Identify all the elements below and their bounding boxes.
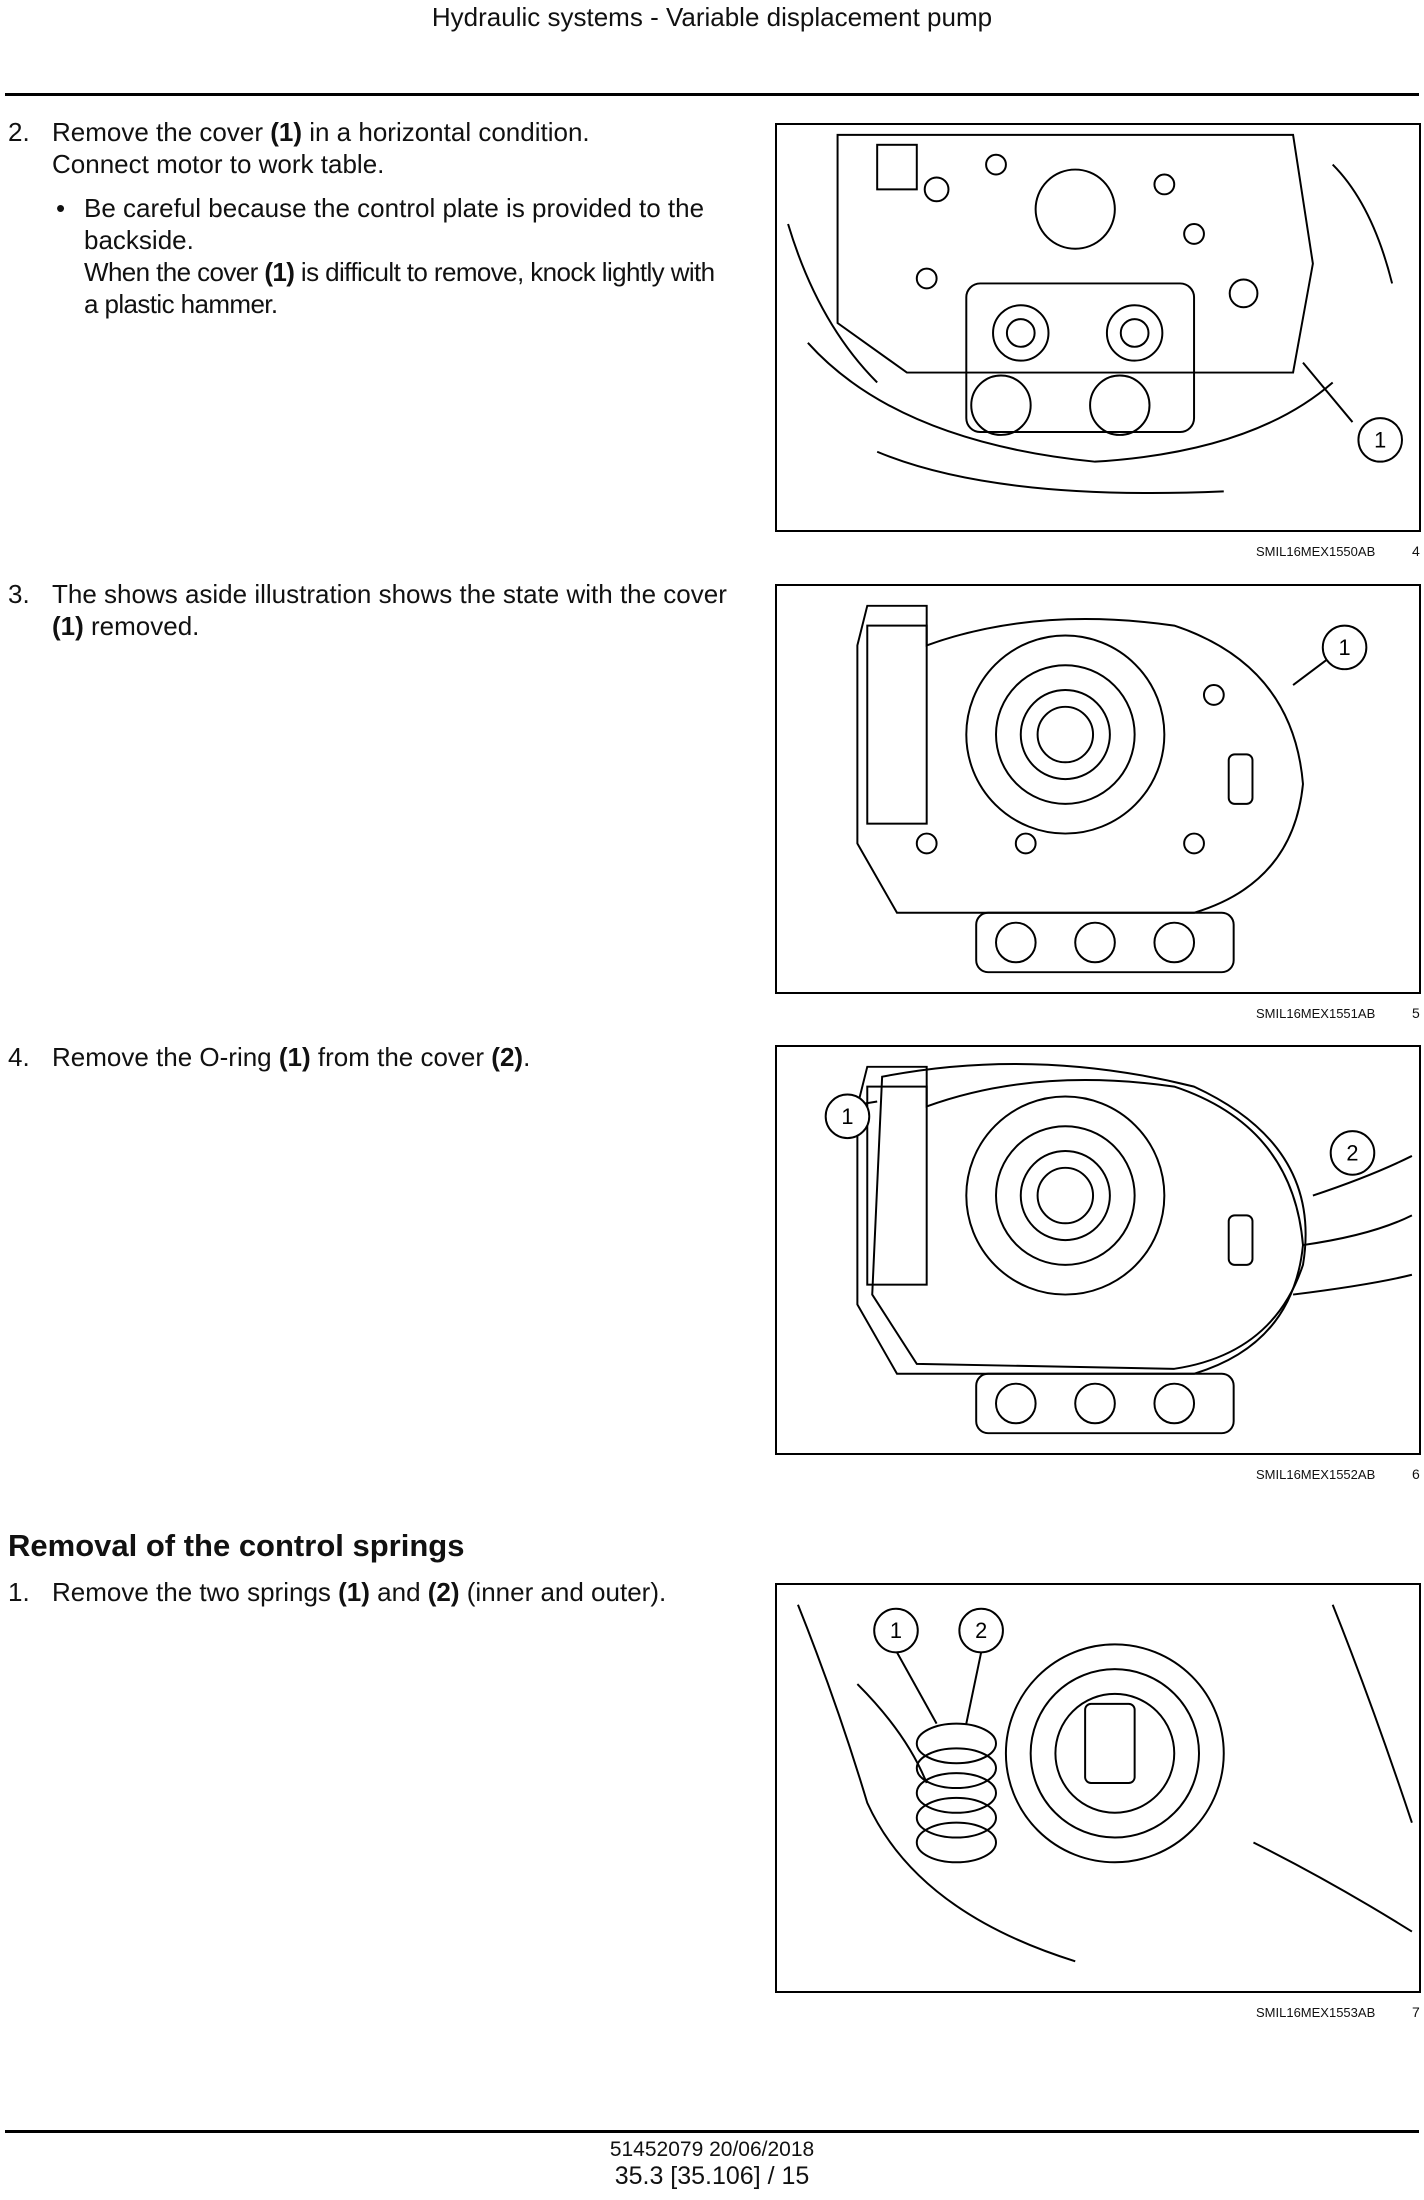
footer-rule <box>5 2130 1419 2133</box>
figure-code: SMIL16MEX1551AB <box>1256 1006 1376 1021</box>
text: is difficult to remove, knock lightly wi… <box>84 257 715 319</box>
callout-2 <box>958 1607 1004 1654</box>
callout-1 <box>1321 624 1368 671</box>
step-text: Remove the two springs (1) and (2) (inne… <box>52 1576 732 1608</box>
ref-bold: (2) <box>491 1042 524 1072</box>
figure-6-illustration: 1 2 <box>775 1045 1421 1455</box>
ref-bold: (1) <box>338 1577 370 1607</box>
text: . <box>523 1042 531 1072</box>
figure-number: 5 <box>1412 1005 1420 1021</box>
callout-label: 2 <box>975 1618 987 1643</box>
figure-7-illustration: 1 2 <box>775 1583 1421 1993</box>
callout-2 <box>1329 1130 1376 1176</box>
cover-removed-drawing: 1 <box>856 604 1368 974</box>
text: from the cover <box>310 1042 492 1072</box>
step-number: 4. <box>8 1042 30 1072</box>
text: The shows aside illustration shows the s… <box>52 579 727 609</box>
callout-label: 1 <box>890 1618 902 1643</box>
control-springs-drawing: 1 2 <box>797 1604 1413 1963</box>
step-number: 2. <box>8 117 30 147</box>
figure-number: 6 <box>1412 1466 1420 1482</box>
text: Be careful because the control plate is … <box>84 193 705 255</box>
figure-code: SMIL16MEX1553AB <box>1256 2005 1376 2020</box>
callout-label: 1 <box>1374 427 1386 452</box>
section-heading: Removal of the control springs <box>8 1528 465 1563</box>
o-ring-removal-drawing: 1 2 <box>824 1063 1413 1435</box>
ref-bold: (1) <box>270 117 302 147</box>
figure-code: SMIL16MEX1550AB <box>1256 544 1376 559</box>
callout-label: 1 <box>841 1104 853 1129</box>
callout-1 <box>1357 417 1403 463</box>
callout-label: 2 <box>1346 1140 1358 1165</box>
step-text: The shows aside illustration shows the s… <box>52 578 732 642</box>
callout-label: 1 <box>1339 635 1351 660</box>
cover-on-motor-drawing: 1 <box>787 133 1403 495</box>
step-text: Remove the O-ring (1) from the cover (2)… <box>52 1041 732 1073</box>
ref-bold: (2) <box>427 1577 460 1607</box>
text: removed. <box>83 611 200 641</box>
text: (inner and outer). <box>459 1577 667 1607</box>
ref-bold: (1) <box>264 257 295 287</box>
text: Connect motor to work table. <box>52 149 385 179</box>
text: in a horizontal condition. <box>302 117 590 147</box>
step-number: 3. <box>8 579 30 609</box>
text: Remove the two springs <box>52 1577 339 1607</box>
text: and <box>369 1577 428 1607</box>
figure-number: 7 <box>1412 2004 1420 2020</box>
step-number: 1. <box>8 1577 30 1607</box>
figure-code: SMIL16MEX1552AB <box>1256 1467 1376 1482</box>
ref-bold: (1) <box>278 1042 311 1072</box>
ref-bold: (1) <box>52 611 84 641</box>
figure-5-illustration: 1 <box>775 584 1421 994</box>
figure-4-illustration: 1 <box>775 123 1421 532</box>
footer-doc-line: 51452079 20/06/2018 <box>609 2138 815 2161</box>
figure-number: 4 <box>1412 543 1420 559</box>
header-rule <box>5 93 1419 96</box>
footer-page-line: 35.3 [35.106] / 15 <box>614 2162 810 2190</box>
text: Remove the cover <box>52 117 271 147</box>
bullet-item: • Be careful because the control plate i… <box>52 192 732 320</box>
text: When the cover <box>84 257 265 287</box>
page-header: Hydraulic systems - Variable displacemen… <box>431 2 993 32</box>
step-text: Remove the cover (1) in a horizontal con… <box>52 116 732 320</box>
text: Remove the O-ring <box>52 1042 279 1072</box>
callout-1 <box>824 1093 871 1140</box>
callout-1 <box>873 1607 919 1654</box>
bullet-icon: • <box>56 193 66 223</box>
